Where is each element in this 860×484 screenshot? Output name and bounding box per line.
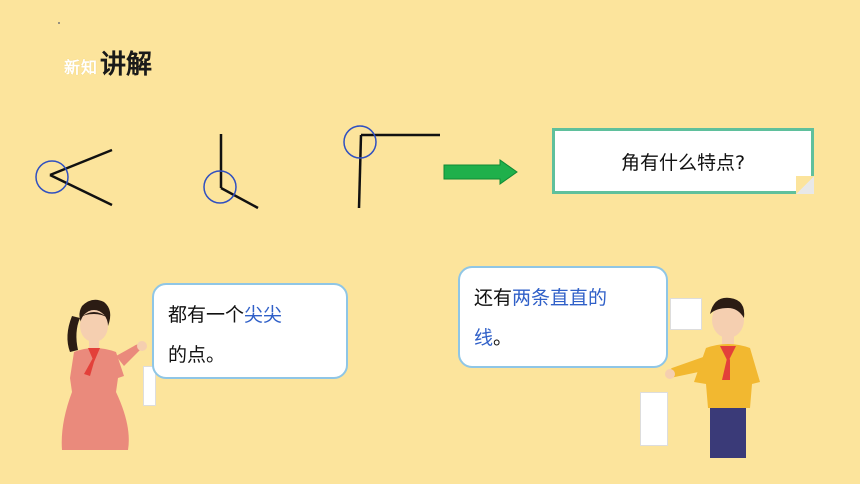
girl-figure-icon xyxy=(61,299,147,450)
angle-figure-3-icon xyxy=(343,125,440,209)
boy-figure-icon xyxy=(665,297,760,458)
angle-figure-2-icon xyxy=(203,134,259,210)
angle-figure-1-icon xyxy=(35,148,113,207)
boy-text-b: 线 xyxy=(474,327,494,349)
question-text: 角有什么特点? xyxy=(620,151,746,174)
green-right-arrow-icon xyxy=(443,159,518,185)
page-title: 新知 讲解 xyxy=(64,44,152,81)
title-main: 讲解 xyxy=(100,50,153,80)
boy-text-a: 还有 xyxy=(474,287,513,309)
question-box: 角有什么特点? xyxy=(552,128,814,194)
boy-text-c: 。 xyxy=(493,327,513,349)
title-tag: 新知 xyxy=(64,58,99,77)
girl-text-highlight: 尖尖 xyxy=(244,304,283,326)
girl-text-a: 都有一个 xyxy=(168,304,245,326)
dot-mark xyxy=(58,22,60,24)
boy-text-highlight: 两条直直的 xyxy=(512,287,608,309)
white-block-right-top xyxy=(670,298,702,330)
girl-speech-bubble: 都有一个尖尖 的点。 xyxy=(152,283,348,379)
boy-speech-bubble: 还有两条直直的 线。 xyxy=(458,266,668,368)
white-block-right-bottom xyxy=(640,392,668,446)
page-curl xyxy=(796,176,814,194)
girl-text-b: 的点。 xyxy=(168,344,226,366)
white-strip-left xyxy=(143,366,156,406)
